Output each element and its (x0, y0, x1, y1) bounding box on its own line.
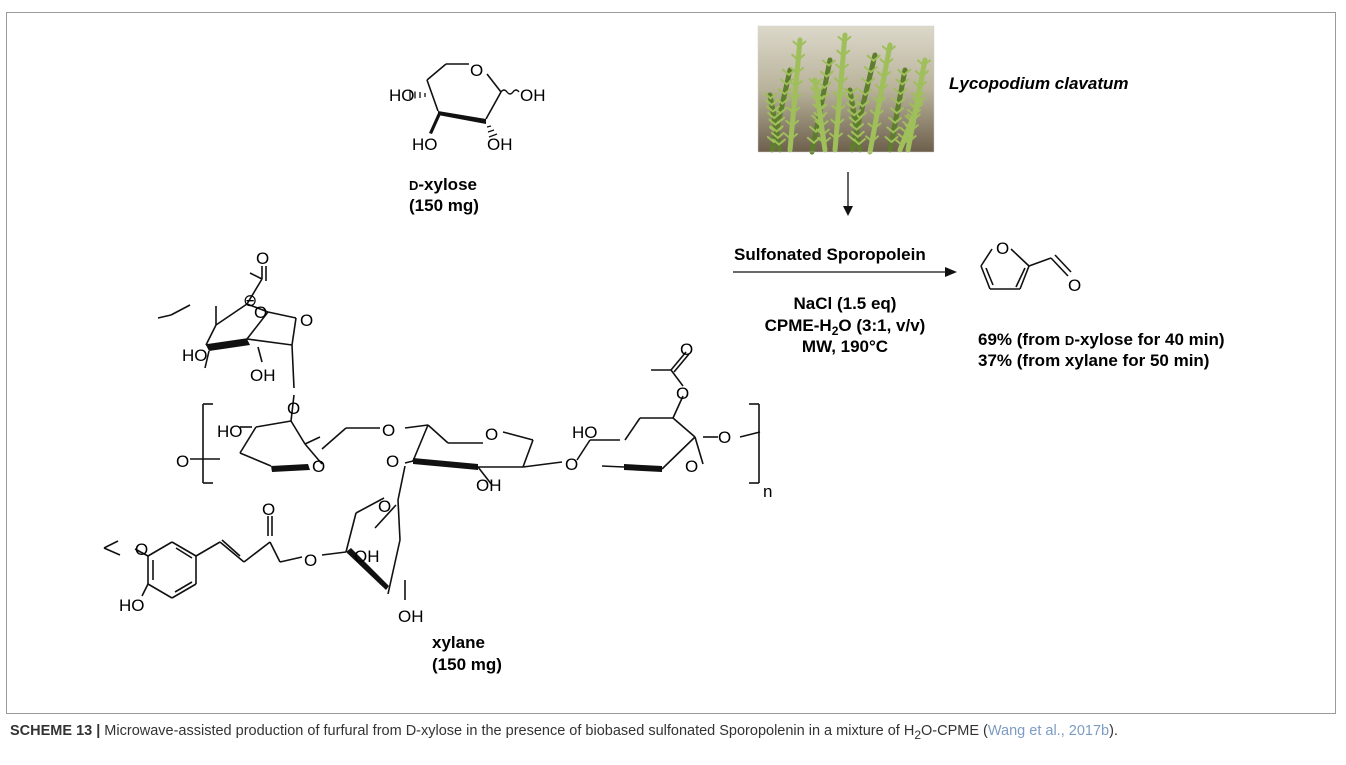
condition-solvent: CPME-H2O (3:1, v/v) (765, 316, 926, 338)
catalyst-label: Sulfonated Sporopolein (734, 245, 926, 264)
scheme-frame (6, 12, 1336, 714)
xylane-carbonyl-o-top: O (256, 249, 269, 268)
xylane-oh-arabinose-2: OH (398, 607, 424, 626)
xylose-ring-oxygen: O (470, 61, 483, 80)
caption-subscript: 2 (914, 727, 922, 742)
xylane-ring-o-2: O (485, 425, 498, 444)
down-arrow (843, 172, 853, 216)
yield-xylose: 69% (from D-xylose for 40 min) (978, 330, 1225, 349)
scheme-caption: SCHEME 13 | Microwave-assisted productio… (10, 721, 1336, 745)
xylane-ferulate-ester-o: O (304, 551, 317, 570)
condition-nacl: NaCl (1.5 eq) (794, 294, 897, 313)
xylane-acetyl-carbonyl-o: O (680, 340, 693, 359)
xylane-ho-ring3: HO (572, 423, 598, 442)
xylane-name-label: xylane (432, 633, 485, 652)
furfural-ring-oxygen: O (996, 239, 1009, 258)
yield-xylane: 37% (from xylane for 50 min) (978, 351, 1209, 370)
xylane-linker-o-2: O (382, 421, 395, 440)
xylose-name-label: D-xylose (409, 175, 477, 194)
caption-text-pre: Microwave-assisted production of furfura… (100, 723, 915, 739)
xylane-ester-o: O (254, 303, 267, 322)
xylane-ring-o-glucuronate: O (300, 311, 313, 330)
xylane-ring-o-3: O (685, 457, 698, 476)
xylane-o-left: O (176, 452, 189, 471)
xylane-ho-ring1: HO (217, 422, 243, 441)
xylose-ho-left: HO (389, 86, 415, 105)
xylane-ho-glucuronate: HO (182, 346, 208, 365)
xylane-o-right: O (718, 428, 731, 447)
xylane-linker-o-3: O (565, 455, 578, 474)
caption-citation-link[interactable]: Wang et al., 2017b (987, 723, 1110, 739)
plant-name: Lycopodium clavatum (949, 74, 1128, 93)
xylane-structure (103, 266, 761, 600)
xylane-oh-ring2: OH (476, 476, 502, 495)
xylose-amount-label: (150 mg) (409, 196, 479, 215)
xylose-oh-bottom: OH (487, 135, 513, 154)
xylane-ring-o-1: O (312, 457, 325, 476)
furfural-structure (980, 248, 1072, 290)
reaction-arrow (733, 267, 957, 277)
caption-lead: SCHEME 13 | (10, 723, 101, 739)
xylane-linker-o-arabinose: O (386, 452, 399, 471)
xylane-arabinose-ring-o: O (378, 497, 391, 516)
xylane-methyl-stubs (103, 314, 172, 549)
xylane-oh-arabinose-1: OH (354, 547, 380, 566)
xylane-repeat-n: n (763, 482, 772, 501)
xylane-linker-o-1: O (287, 399, 300, 418)
xylose-oh-anomeric: OH (520, 86, 546, 105)
xylane-acetyl-o: O (676, 384, 689, 403)
xylane-oh-glucuronate: OH (250, 366, 276, 385)
xylane-amount-label: (150 mg) (432, 655, 502, 674)
furfural-aldehyde-oxygen: O (1068, 276, 1081, 295)
xylane-methoxy-o: O (135, 540, 148, 559)
d-xylose-structure (409, 63, 520, 138)
xylane-phenol-ho: HO (119, 596, 145, 615)
caption-text-end: ). (1109, 723, 1118, 739)
xylane-ferulate-carbonyl-o: O (262, 500, 275, 519)
xylane-charge: ⊖ (243, 291, 257, 310)
xylose-ho-bottom: HO (412, 135, 438, 154)
caption-text-post: O-CPME ( (921, 723, 988, 739)
lycopodium-photo (757, 25, 935, 155)
condition-microwave: MW, 190°C (802, 337, 888, 356)
